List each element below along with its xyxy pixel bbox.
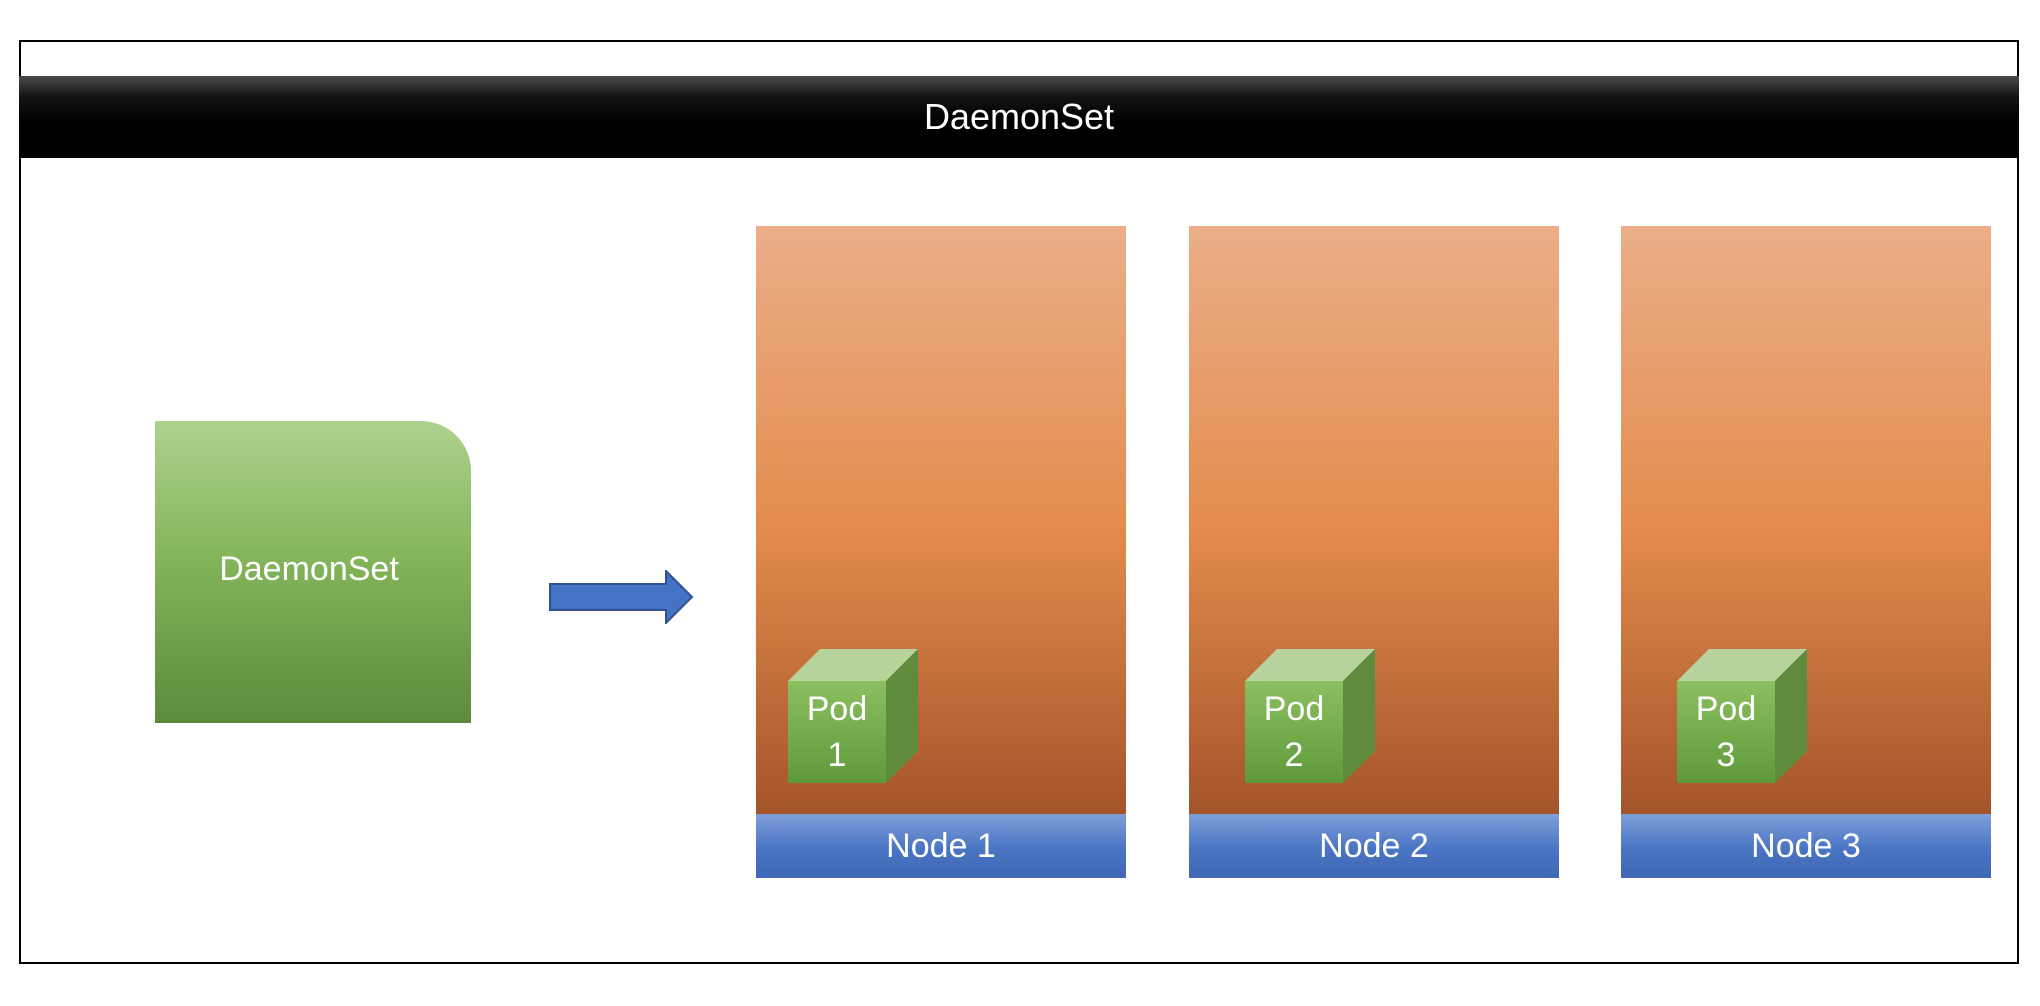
node-label: Node 1	[886, 826, 996, 865]
title-bar: DaemonSet	[19, 76, 2019, 158]
pod-number: 3	[1716, 736, 1736, 774]
node-3: Pod 3 Node 3	[1621, 226, 1991, 878]
pod-label: Pod 1	[788, 681, 886, 783]
cube-icon	[788, 649, 918, 783]
node-2: Pod 2 Node 2	[1189, 226, 1559, 878]
pod-1: Pod 1	[788, 643, 918, 783]
pod-number: 1	[827, 736, 847, 774]
pod-word: Pod	[1695, 690, 1757, 728]
pod-2: Pod 2	[1245, 643, 1375, 783]
node-label-bar: Node 2	[1189, 814, 1559, 878]
node-1: Pod 1 Node 1	[756, 226, 1126, 878]
pod-word: Pod	[1263, 690, 1325, 728]
right-arrow-icon	[549, 570, 694, 624]
cube-icon	[1677, 649, 1807, 783]
cube-icon	[1245, 649, 1375, 783]
pod-label: Pod 2	[1245, 681, 1343, 783]
node-label: Node 3	[1751, 826, 1861, 865]
node-label-bar: Node 3	[1621, 814, 1991, 878]
pod-label: Pod 3	[1677, 681, 1775, 783]
node-label: Node 2	[1319, 826, 1429, 865]
pod-word: Pod	[806, 690, 868, 728]
diagram-title: DaemonSet	[923, 96, 1115, 137]
node-label-bar: Node 1	[756, 814, 1126, 878]
pod-number: 2	[1284, 736, 1304, 774]
pod-3: Pod 3	[1677, 643, 1807, 783]
daemonset-label: DaemonSet	[219, 549, 399, 588]
daemonset-controller: DaemonSet	[155, 421, 471, 723]
